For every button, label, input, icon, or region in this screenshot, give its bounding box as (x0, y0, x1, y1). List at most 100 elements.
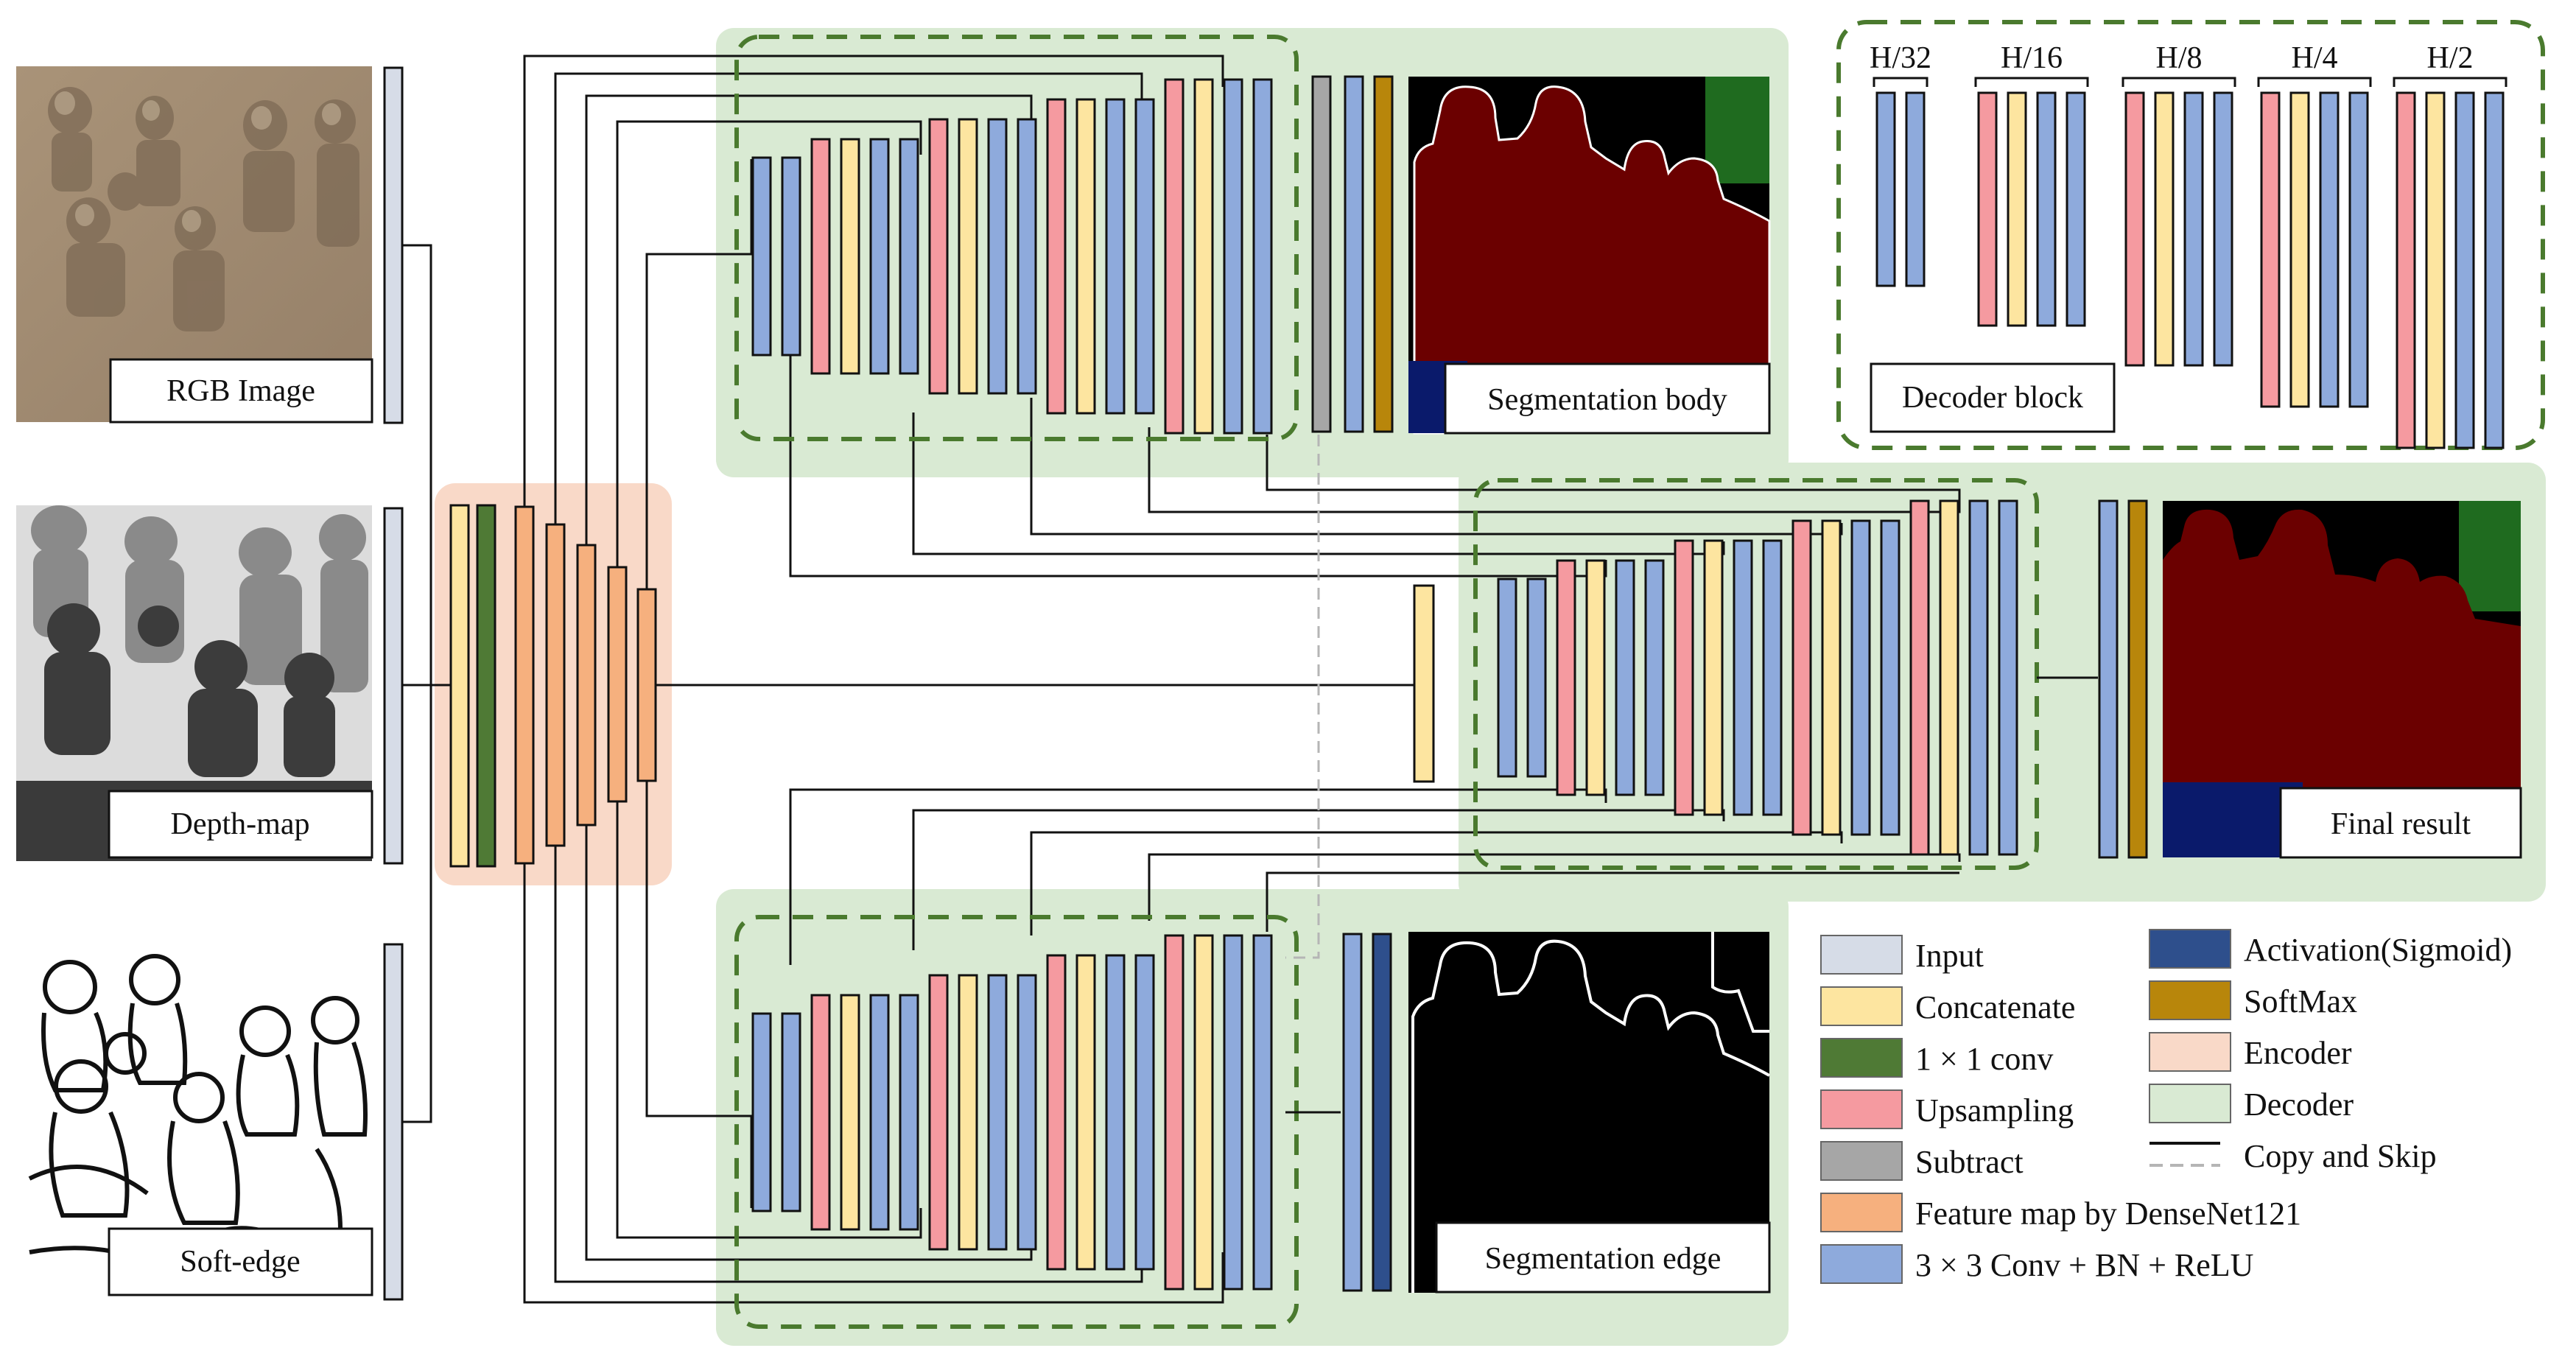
top-decoder-bar-18 (1252, 78, 1273, 435)
decoder-scale-label-4: H/4 (2292, 41, 2338, 75)
bottom-decoder-bar-16 (1193, 934, 1214, 1291)
legend-label-11: Decoder (2244, 1087, 2354, 1123)
legend-label-1: Input (1915, 938, 1984, 974)
encoder-feature-bar-3 (576, 544, 597, 826)
bottom-decoder-bar-18 (1252, 934, 1273, 1291)
legend-label-12: Copy and Skip (2244, 1138, 2437, 1174)
input-merge-connector (402, 244, 451, 1123)
legend-item-9: SoftMax (2149, 980, 2357, 1020)
bottom-decoder-bars (751, 934, 1273, 1291)
svg-text:Depth-map: Depth-map (171, 807, 310, 841)
legend-swatch-3 (1820, 1038, 1903, 1078)
middle-decoder-bar-1 (1497, 578, 1517, 778)
middle-decoder-bar-17 (1968, 499, 1989, 856)
legend-label-6: Feature map by DenseNet121 (1915, 1196, 2301, 1232)
decoder-block-dashed-box (1836, 20, 2545, 450)
top-decoder-bar-10 (1017, 118, 1037, 395)
legend-swatch-7 (1820, 1244, 1903, 1284)
segmentation-edge-label-box (1435, 1221, 1771, 1293)
legend-swatch-11 (2149, 1084, 2231, 1123)
legend-swatch-6 (1820, 1193, 1903, 1232)
input-bar-rgb (383, 66, 404, 424)
bottom-decoder-bar-3 (810, 994, 831, 1231)
legend-swatch-10 (2149, 1032, 2231, 1072)
middle-decoder-bar-18 (1998, 499, 2018, 856)
encoder-feature-bar-5 (636, 588, 657, 782)
final-result-label: Final result (2331, 807, 2471, 841)
rgb-image-label: RGB Image (109, 358, 373, 424)
decoder-block-bar-3-2 (2154, 91, 2175, 367)
depth-map-label: Depth-map (108, 790, 373, 859)
top-decoder-bar-5 (869, 138, 890, 375)
bottom-decoder-bar-1 (751, 1012, 772, 1212)
top-decoder-bar-16 (1193, 78, 1214, 435)
middle-decoder-bar-11 (1791, 519, 1812, 836)
bottom-decoder-bar-13 (1105, 954, 1126, 1271)
segmentation-edge-image: Segmentation edge (1408, 932, 1771, 1293)
decoder-block-bar-3-4 (2213, 91, 2233, 367)
top-decoder-bar-15 (1164, 78, 1185, 435)
decoder-block-bar-1-2 (1905, 91, 1926, 287)
decoder-scale-label-2: H/16 (2001, 41, 2063, 75)
legend-item-4: Upsampling (1820, 1089, 2074, 1129)
legend-item-1: Input (1820, 935, 1984, 975)
bottom-decoder-bar-9 (987, 974, 1008, 1251)
top-decoder-bar-8 (958, 118, 978, 395)
bottom-decoder-bar-17 (1223, 934, 1243, 1291)
middle-decoder-bar-6 (1644, 559, 1665, 796)
svg-text:RGB Image: RGB Image (166, 374, 315, 408)
top-decoder-bar-17 (1223, 78, 1243, 435)
decoder-scale-bracket-2 (1974, 77, 2089, 87)
middle-output-head (2098, 499, 2148, 859)
bottom-decoder-bar-12 (1075, 954, 1096, 1271)
middle-decoder-bar-7 (1674, 539, 1694, 816)
decoder-block-bar-5-4 (2484, 91, 2505, 449)
decoder-block-bar-2-4 (2066, 91, 2086, 327)
bottom-decoder-bar-8 (958, 974, 978, 1251)
legend-swatch-8 (2149, 929, 2231, 969)
middle-decoder-bar-4 (1585, 559, 1606, 796)
input-bar-depth (383, 507, 404, 865)
subtract-bar (1311, 75, 1332, 433)
legend-label-2: Concatenate (1915, 989, 2075, 1025)
bottom-output-head (1342, 933, 1392, 1292)
legend-item-10: Encoder (2149, 1032, 2352, 1072)
decoder-block-bar-5-3 (2454, 91, 2475, 449)
input-bar-edge (383, 943, 404, 1301)
bottom-decoder-bar-10 (1017, 974, 1037, 1251)
soft-edge-label: Soft-edge (108, 1227, 373, 1296)
top-decoder-bar-1 (751, 156, 772, 357)
legend-item-12: Copy and Skip (2149, 1138, 2437, 1174)
legend-label-9: SoftMax (2244, 983, 2357, 1019)
decoder-block-bar-2-3 (2036, 91, 2057, 327)
decoder-block-bar-5-2 (2425, 91, 2446, 449)
bottom-decoder-bar-2 (781, 1012, 801, 1212)
legend-swatch-4 (1820, 1089, 1903, 1129)
skip-connections (523, 55, 1961, 1304)
top-decoder-bar-9 (987, 118, 1008, 395)
top-head-softmax-bar (1373, 75, 1394, 433)
legend-item-11: Decoder (2149, 1084, 2354, 1123)
legend-item-7: 3 × 3 Conv + BN + ReLU (1820, 1244, 2253, 1284)
bottom-decoder-bar-6 (899, 994, 919, 1231)
encoder-feature-bar-2 (545, 523, 566, 847)
decoder-block-bar-1-1 (1875, 91, 1896, 287)
top-decoder-bars (751, 78, 1273, 435)
bottom-head-conv-bar (1342, 933, 1363, 1292)
decoder-scale-bracket-1 (1873, 77, 1929, 87)
top-output-head (1311, 75, 1394, 433)
decoder-block-bar-2-2 (2007, 91, 2027, 327)
middle-decoder-bar-13 (1850, 519, 1871, 836)
top-decoder-bar-2 (781, 156, 801, 357)
middle-decoder-bars (1497, 499, 2018, 856)
final-result-label-box (2279, 787, 2522, 859)
encoder-feature-bar-1 (514, 505, 535, 865)
decoder-block-bar-2-1 (1977, 91, 1998, 327)
middle-decoder-bar-2 (1526, 578, 1547, 778)
depth-map-image (16, 505, 372, 861)
top-decoder-bar-13 (1105, 98, 1126, 415)
top-decoder-bar-6 (899, 138, 919, 375)
svg-text:Soft-edge: Soft-edge (180, 1245, 300, 1279)
